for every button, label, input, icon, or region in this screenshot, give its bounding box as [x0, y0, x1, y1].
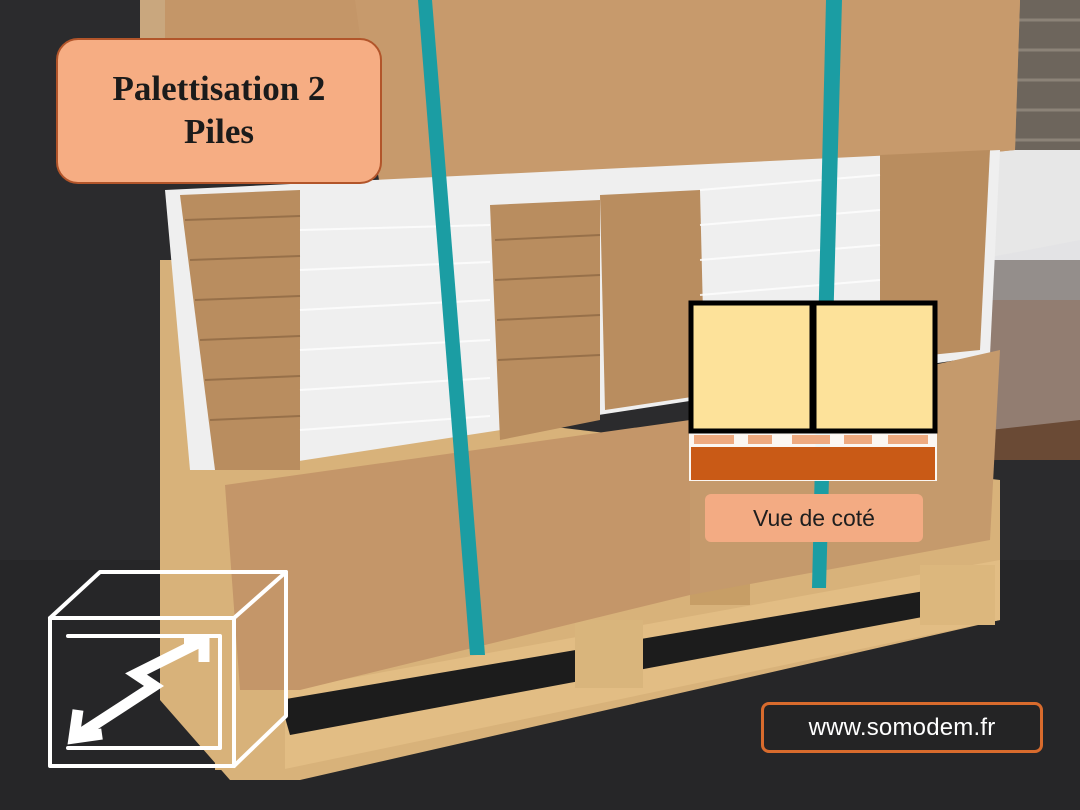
title-line-2: Piles	[184, 112, 254, 151]
website-url[interactable]: www.somodem.fr	[761, 702, 1043, 753]
pallet-top-boards	[694, 435, 928, 444]
side-view-diagram	[688, 300, 938, 481]
stack-right	[811, 300, 938, 434]
stack-left	[688, 300, 815, 434]
somodem-logo-icon	[48, 570, 288, 768]
side-view-caption: Vue de coté	[705, 494, 923, 542]
pallet-base	[691, 447, 935, 480]
title-card: Palettisation 2 Piles	[56, 38, 382, 184]
title-line-1: Palettisation 2	[112, 69, 326, 109]
